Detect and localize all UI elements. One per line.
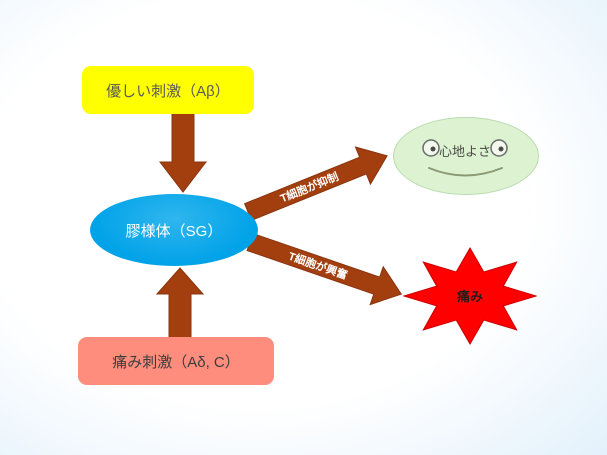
arrow-gentle-to-sg-shape (158, 109, 208, 193)
right-pupil-icon (498, 146, 504, 152)
node-pain-stimulus: 痛み刺激（Aδ, C） (78, 337, 274, 385)
node-pain-burst: 痛み (402, 246, 538, 346)
arrow-pain-to-sg-shape (155, 267, 205, 341)
arrow-inhibit: T細胞が抑制 (243, 146, 388, 221)
arrow-pain-to-sg (155, 267, 205, 341)
pain-burst-shape (402, 246, 538, 346)
node-pain-stimulus-label: 痛み刺激（Aδ, C） (112, 353, 240, 371)
arrow-excite-shape (246, 232, 403, 306)
smile-mouth-icon (428, 167, 503, 177)
node-gentle-stimulus: 優しい刺激（Aβ） (82, 66, 254, 114)
node-gentle-stimulus-label: 優しい刺激（Aβ） (106, 82, 230, 100)
arrow-gentle-to-sg (158, 109, 208, 193)
node-sg: 膠様体（SG） (90, 194, 258, 266)
left-pupil-icon (430, 146, 436, 152)
node-pain-label: 痛み (456, 289, 483, 304)
node-sg-label: 膠様体（SG） (125, 222, 223, 240)
arrow-inhibit-shape (243, 146, 388, 221)
smiley-face-icon: 心地よさ (422, 139, 508, 177)
node-comfort-label: 心地よさ (439, 144, 491, 159)
node-comfort: 心地よさ (393, 117, 539, 195)
arrow-excite: T細胞が興奮 (246, 232, 403, 306)
